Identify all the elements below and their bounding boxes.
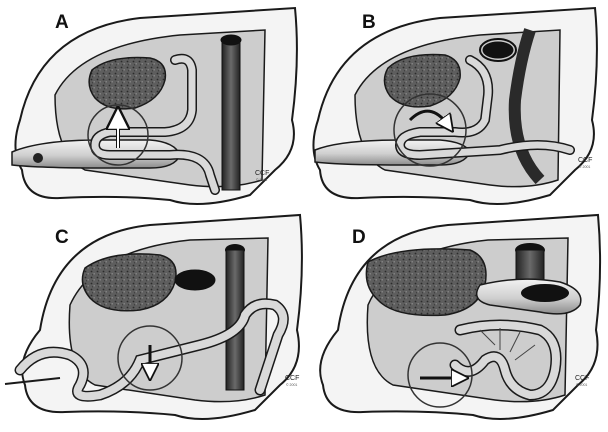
duodenum-opening xyxy=(175,270,215,290)
panel-d: D CCF © 2001 xyxy=(320,215,600,419)
stalk-lumen xyxy=(33,153,43,163)
panel-b: B CCF © 2001 xyxy=(313,8,596,204)
credit-b: CCF xyxy=(578,157,592,164)
credit-d: CCF xyxy=(575,375,589,382)
credit-sub-b: © 2001 xyxy=(579,165,590,169)
panel-label-c: C xyxy=(55,227,69,248)
aorta-opening xyxy=(221,35,241,45)
colon-opening xyxy=(521,284,569,302)
panel-c: C CCF © 2001 xyxy=(5,215,302,419)
credit-c: CCF xyxy=(285,375,299,382)
stomach xyxy=(366,249,486,316)
panel-label-d: D xyxy=(352,227,366,248)
credit-sub-d: © 2001 xyxy=(576,383,587,387)
credit-sub-a: © 2001 xyxy=(256,178,267,182)
credit-a: CCF xyxy=(255,170,269,177)
vessel-opening xyxy=(483,42,513,58)
credit-sub-c: © 2001 xyxy=(286,383,297,387)
panel-label-b: B xyxy=(362,12,376,33)
aorta xyxy=(222,40,240,190)
aorta xyxy=(516,250,544,280)
panel-a: A CCF © 2001 xyxy=(12,8,297,204)
panel-label-a: A xyxy=(55,12,69,33)
